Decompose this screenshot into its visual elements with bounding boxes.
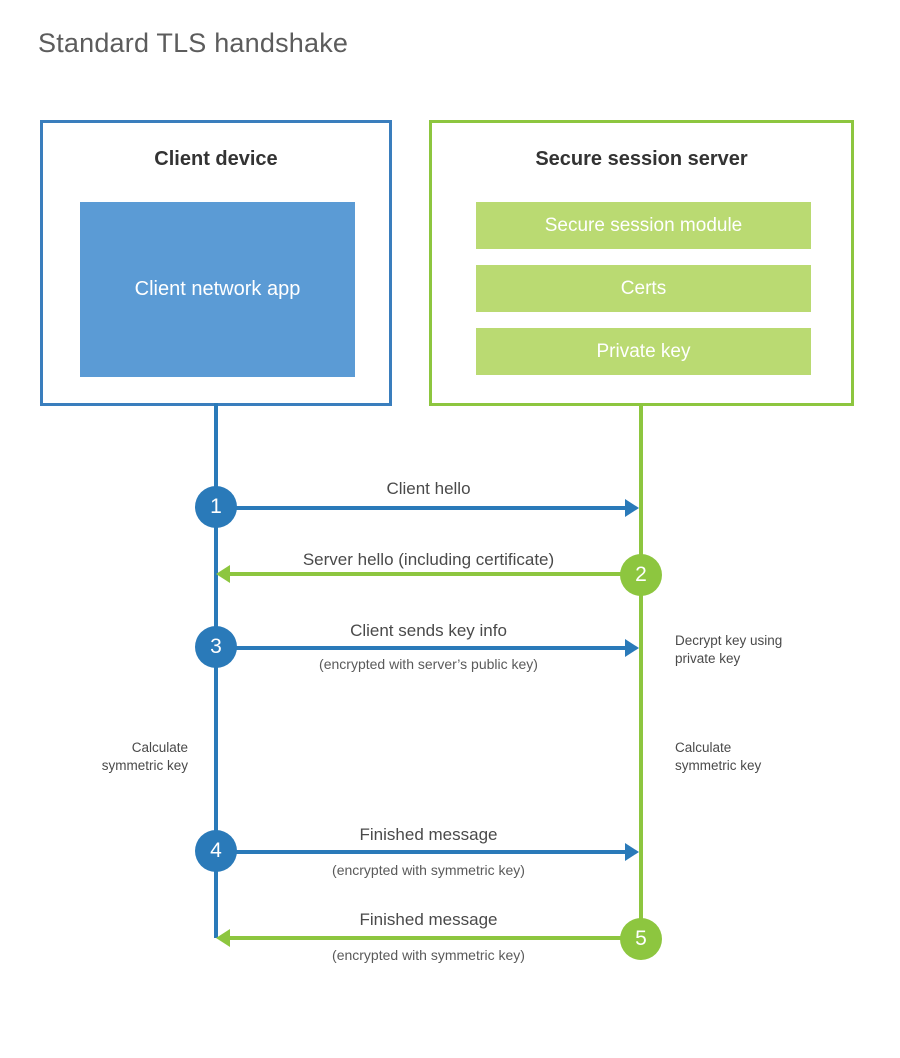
step-1-arrow-head-icon: [625, 499, 639, 517]
secure-session-server-box: Secure session server Secure session mod…: [429, 120, 854, 406]
step-5-label: Finished message: [359, 910, 498, 929]
page-title: Standard TLS handshake: [38, 28, 349, 58]
step-3-label: Client sends key info: [350, 621, 507, 640]
step-2-number-badge: 2: [620, 554, 662, 596]
step-5-arrow-line: [230, 936, 641, 940]
client-device-title: Client device: [154, 148, 278, 170]
server-component-private-key: Private key: [476, 328, 811, 375]
step-1-label: Client hello: [386, 479, 471, 498]
step-4-sublabel: (encrypted with symmetric key): [332, 862, 525, 878]
client-network-app-block: Client network app: [80, 202, 355, 377]
step-3-arrow-head-icon: [625, 639, 639, 657]
step-2-arrow-line: [230, 572, 641, 576]
step-3-number-badge: 3: [195, 626, 237, 668]
server-lifeline: [639, 403, 643, 938]
step-5-number-badge: 5: [620, 918, 662, 960]
step-4-number-badge: 4: [195, 830, 237, 872]
server-decrypt-annotation: Decrypt key using private key: [675, 633, 783, 667]
step-4-arrow-line: [216, 850, 625, 854]
step-2-label: Server hello (including certificate): [302, 550, 555, 569]
step-3-arrow-line: [216, 646, 625, 650]
server-calculate-symmetric-key-annotation: Calculate symmetric key: [675, 740, 762, 774]
server-component-certs: Certs: [476, 265, 811, 312]
step-5-arrow-head-icon: [216, 929, 230, 947]
step-2-arrow-head-icon: [216, 565, 230, 583]
step-4-arrow-head-icon: [625, 843, 639, 861]
step-1-number-badge: 1: [195, 486, 237, 528]
step-1-arrow-line: [216, 506, 625, 510]
client-device-box: Client device Client network app: [40, 120, 392, 406]
step-3-sublabel: (encrypted with server’s public key): [319, 656, 538, 672]
secure-session-server-title: Secure session server: [535, 148, 748, 170]
client-lifeline: [214, 403, 218, 938]
client-calculate-symmetric-key-annotation: Calculate symmetric key: [101, 740, 188, 774]
step-5-sublabel: (encrypted with symmetric key): [332, 947, 525, 963]
server-component-secure-session-module: Secure session module: [476, 202, 811, 249]
step-4-label: Finished message: [359, 825, 498, 844]
